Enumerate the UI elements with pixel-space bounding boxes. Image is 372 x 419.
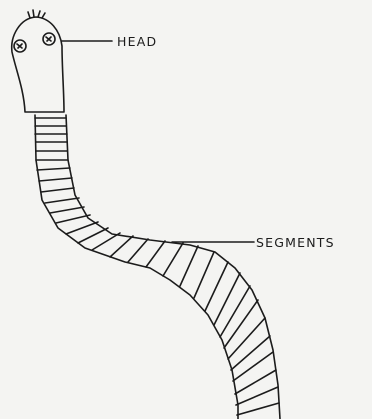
worm-head (12, 17, 64, 112)
segment-lines (35, 118, 279, 415)
sucker-left (14, 40, 26, 52)
sucker-right (43, 33, 55, 45)
head-label: HEAD (117, 34, 157, 49)
body-outline-right (66, 115, 280, 419)
segments-label: SEGMENTS (256, 235, 335, 250)
